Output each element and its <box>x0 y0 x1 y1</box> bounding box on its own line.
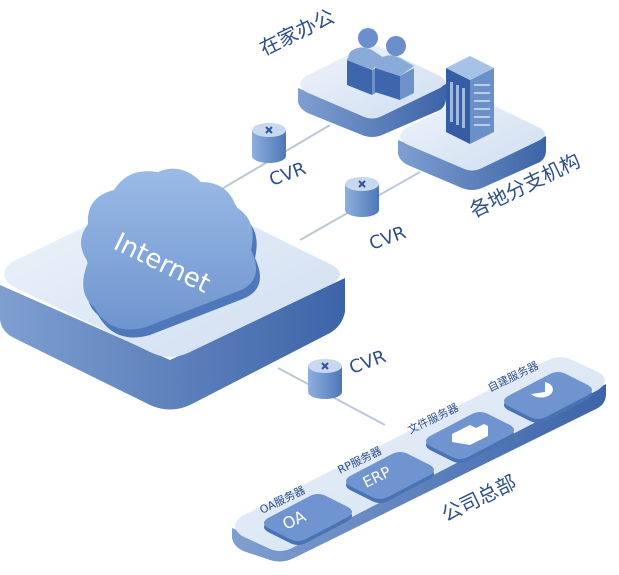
cvr-label-home: CVR <box>267 158 309 191</box>
cvr-label-hq: CVR <box>347 346 389 379</box>
server-tile-file <box>426 412 514 463</box>
people-icon <box>347 28 414 100</box>
server-tile-oa: OA <box>264 494 352 545</box>
plus-icon <box>265 126 273 134</box>
cloud-icon: Internet <box>81 168 260 338</box>
plus-icon <box>321 362 329 370</box>
plus-icon <box>358 180 366 188</box>
home-office-platform <box>298 28 446 137</box>
home-office-label: 在家办公 <box>256 4 338 61</box>
folder-icon <box>452 424 488 445</box>
server-tile-self-built <box>504 372 592 423</box>
cvr-device-hq <box>308 359 342 399</box>
pie-chart-icon <box>531 382 553 398</box>
branch-platform <box>398 56 546 190</box>
cvr-device-home <box>252 123 286 163</box>
cvr-device-branch <box>345 177 379 217</box>
server-tile-erp: ERP <box>346 452 434 503</box>
cvr-label-branch: CVR <box>367 222 409 255</box>
building-icon <box>446 56 494 144</box>
